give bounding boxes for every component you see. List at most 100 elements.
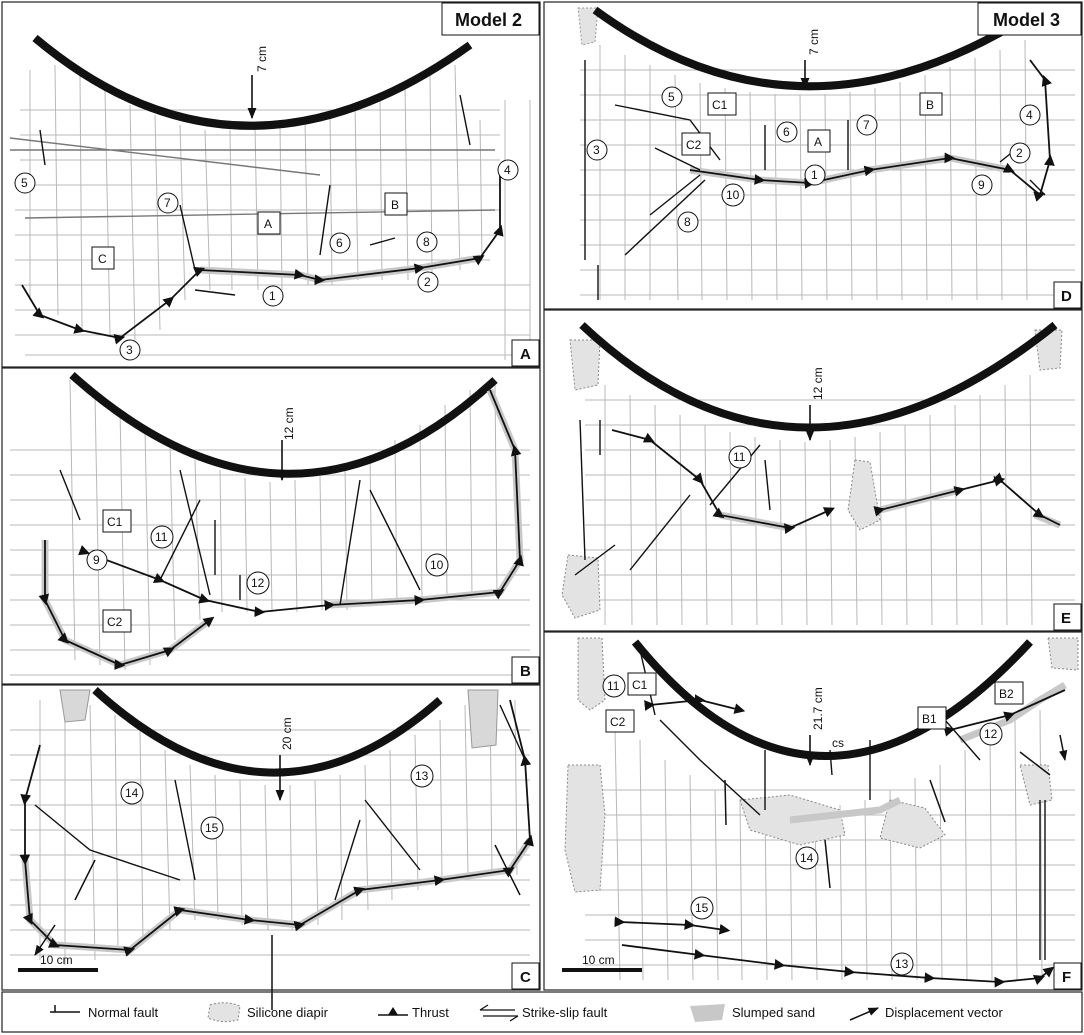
panel-frame-d [543, 1, 1083, 310]
panel-a-faults [39, 94, 471, 296]
legend-normal-fault: Normal fault [50, 1005, 158, 1020]
panel-f-letter: F [1062, 969, 1071, 986]
panel-c-letter: C [520, 969, 531, 986]
panel-c-indenter [92, 687, 443, 777]
panel-frame-e [543, 309, 1083, 632]
panel-c-displacement-vectors [35, 844, 521, 1010]
panel-c-shortening-label: 20 cm [280, 717, 294, 750]
legend-thrust: Thrust [378, 1005, 449, 1020]
panel-e-shortening-label: 12 cm [811, 367, 825, 400]
block-b-label: B [391, 198, 399, 212]
panel-c-sand-front [21, 838, 533, 954]
marker: 2 [424, 275, 431, 289]
panel-a-blocks: A B C [91, 192, 408, 270]
strike-slip-icon [479, 1004, 519, 1022]
marker: 14 [800, 851, 814, 865]
panel-a: 7 cm A B C 1 2 3 4 5 6 7 8 Model 2 A [9, 2, 540, 367]
panel-c-scale-label: 10 cm [40, 953, 73, 967]
marker: 13 [415, 769, 429, 783]
marker: 5 [21, 176, 28, 190]
block-b-label: B [926, 98, 934, 112]
panel-b-blocks: C1 C2 [102, 509, 132, 633]
normal-fault-icon [50, 1005, 80, 1013]
marker: 1 [811, 168, 818, 182]
legend: Normal fault Silicone diapir Thrust Stri… [50, 1002, 1003, 1023]
panel-c-faults [34, 704, 526, 901]
block-c1-label: C1 [107, 515, 123, 529]
panel-b: 12 cm C1 C2 9 10 11 12 B [10, 372, 540, 684]
block-c-label: C [98, 252, 107, 266]
panel-frame-f [543, 631, 1083, 991]
legend-label: Displacement vector [885, 1005, 1003, 1020]
block-c1-label: C1 [712, 98, 728, 112]
model-2-title-box [441, 2, 540, 36]
marker: 4 [504, 163, 511, 177]
slumped-sand-icon [690, 1004, 725, 1022]
legend-silicone-diapir: Silicone diapir [207, 1002, 329, 1023]
marker: 6 [336, 236, 343, 250]
panel-f-thrust-front [620, 689, 1066, 982]
marker: 6 [783, 125, 790, 139]
silicone-diapir-icon [207, 1002, 241, 1023]
displacement-vector-icon [849, 1007, 879, 1021]
panel-c: 20 cm 13 14 15 10 cm C [10, 687, 540, 1010]
block-b2-label: B2 [999, 687, 1014, 701]
panel-e-thrust-front [611, 429, 1061, 528]
block-c2-label: C2 [107, 615, 123, 629]
panel-a-thrust-front [21, 175, 504, 345]
panel-f-scale-label: 10 cm [582, 953, 615, 967]
panel-c-diapirs [59, 689, 499, 749]
marker: 8 [423, 235, 430, 249]
model-3-title: Model 3 [993, 10, 1060, 30]
panel-e-deformed-grid [585, 374, 1075, 626]
legend-frame [1, 991, 1083, 1033]
panel-f-markers: 11 12 13 14 15 [602, 674, 1003, 976]
panel-d-blocks: C1 C2 A B [681, 92, 943, 156]
marker: 3 [593, 143, 600, 157]
marker: 1 [269, 289, 276, 303]
marker: 15 [205, 821, 219, 835]
panel-e-letter-box [1053, 603, 1082, 631]
legend-slumped-sand: Slumped sand [690, 1004, 815, 1022]
marker: 5 [668, 90, 675, 104]
panel-f-diapirs [564, 637, 1079, 893]
marker: 3 [126, 343, 133, 357]
marker: 10 [726, 188, 740, 202]
panel-d-faults [584, 60, 1046, 300]
panel-b-thrust-front [45, 389, 520, 665]
model-2-title: Model 2 [455, 10, 522, 30]
marker: 7 [863, 118, 870, 132]
marker: 2 [1016, 146, 1023, 160]
panel-a-indenter [32, 34, 473, 130]
marker: 9 [978, 178, 985, 192]
panel-a-shortening-label: 7 cm [255, 46, 269, 72]
panel-d: 7 cm C1 C2 A B 1 2 3 4 5 6 7 8 9 10 Mode… [577, 2, 1082, 309]
marker: 15 [695, 901, 709, 915]
panel-e-letter: E [1061, 610, 1071, 627]
marker: 13 [895, 957, 909, 971]
panel-e-faults [574, 419, 771, 576]
marker: 10 [430, 558, 444, 572]
panel-c-letter-box [511, 962, 540, 990]
block-c1-label: C1 [632, 678, 648, 692]
legend-label: Thrust [412, 1005, 449, 1020]
marker: 14 [125, 786, 139, 800]
panel-a-letter-box [511, 339, 540, 367]
legend-label: Silicone diapir [247, 1005, 329, 1020]
panel-c-thrust-front [19, 699, 534, 957]
legend-strike-slip-fault: Strike-slip fault [479, 1004, 608, 1022]
marker: 4 [1026, 108, 1033, 122]
marker: 12 [984, 727, 998, 741]
panel-d-markers: 1 2 3 4 5 6 7 8 9 10 [586, 86, 1041, 233]
marker: 12 [251, 576, 265, 590]
panel-a-letter: A [520, 346, 531, 363]
panel-e-diapirs [561, 329, 1063, 619]
panel-e-sand-front [719, 486, 1062, 532]
marker: 11 [733, 450, 746, 464]
panel-frame-a [1, 1, 541, 368]
legend-label: Slumped sand [732, 1005, 815, 1020]
panel-b-faults [59, 469, 421, 606]
